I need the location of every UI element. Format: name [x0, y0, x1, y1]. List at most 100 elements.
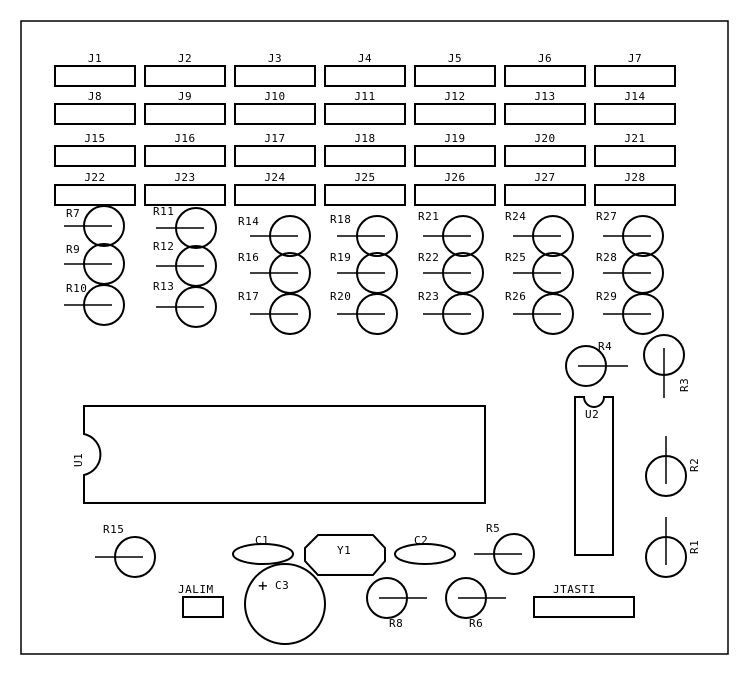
resistor-r6[interactable]: R6 — [445, 577, 506, 630]
header-label: J20 — [534, 132, 555, 145]
resistor-r18[interactable]: R18 — [330, 213, 398, 257]
resistor-r2[interactable]: R2 — [645, 436, 701, 497]
resistor-r21[interactable]: R21 — [418, 210, 484, 257]
resistor-r23[interactable]: R23 — [418, 290, 484, 335]
resistor-r20[interactable]: R20 — [330, 290, 398, 335]
resistor-r13[interactable]: R13 — [153, 280, 217, 328]
ic-u1[interactable]: U1 — [72, 405, 486, 504]
header-j13[interactable]: J13 — [504, 90, 586, 125]
resistor-r9[interactable]: R9 — [64, 243, 125, 285]
header-j24[interactable]: J24 — [234, 171, 316, 206]
header-j10[interactable]: J10 — [234, 90, 316, 125]
header-label: J26 — [444, 171, 465, 184]
header-body — [324, 65, 406, 87]
header-label: J9 — [178, 90, 192, 103]
header-j15[interactable]: J15 — [54, 132, 136, 167]
capacitor-c2[interactable]: C2 — [394, 534, 456, 565]
crystal-y1[interactable]: Y1 — [304, 534, 386, 576]
header-j3[interactable]: J3 — [234, 52, 316, 87]
resistor-label: R19 — [330, 251, 351, 264]
header-j22[interactable]: J22 — [54, 171, 136, 206]
resistor-label: R18 — [330, 213, 351, 226]
connector-jalim[interactable]: JALIM — [178, 583, 224, 618]
header-j12[interactable]: J12 — [414, 90, 496, 125]
header-j17[interactable]: J17 — [234, 132, 316, 167]
resistor-r24[interactable]: R24 — [505, 210, 574, 257]
header-label: J6 — [538, 52, 552, 65]
resistor-r29[interactable]: R29 — [596, 290, 664, 335]
resistor-r3[interactable]: R3 — [643, 334, 691, 398]
header-j5[interactable]: J5 — [414, 52, 496, 87]
capacitor-c1[interactable]: C1 — [232, 534, 294, 565]
resistor-label: R28 — [596, 251, 617, 264]
resistor-r11[interactable]: R11 — [153, 205, 217, 249]
header-j28[interactable]: J28 — [594, 171, 676, 206]
connector-jtasti[interactable]: JTASTI — [533, 583, 635, 618]
resistor-r19[interactable]: R19 — [330, 251, 398, 294]
header-j8[interactable]: J8 — [54, 90, 136, 125]
y1-body — [304, 534, 386, 576]
resistor-r26[interactable]: R26 — [505, 290, 574, 335]
header-label: J10 — [264, 90, 285, 103]
header-j9[interactable]: J9 — [144, 90, 226, 125]
header-j27[interactable]: J27 — [504, 171, 586, 206]
r8-label: R8 — [389, 617, 403, 630]
header-body — [504, 65, 586, 87]
header-j23[interactable]: J23 — [144, 171, 226, 206]
resistor-r17[interactable]: R17 — [238, 290, 311, 335]
resistor-label: R21 — [418, 210, 439, 223]
header-j14[interactable]: J14 — [594, 90, 676, 125]
header-j26[interactable]: J26 — [414, 171, 496, 206]
header-body — [504, 184, 586, 206]
ic-u2[interactable]: U2 — [574, 396, 614, 556]
u1-body — [83, 405, 486, 504]
header-j11[interactable]: J11 — [324, 90, 406, 125]
resistor-label: R9 — [66, 243, 80, 256]
resistor-r7[interactable]: R7 — [64, 205, 125, 247]
header-j19[interactable]: J19 — [414, 132, 496, 167]
r5-label: R5 — [486, 522, 500, 535]
header-body — [594, 103, 676, 125]
header-label: J23 — [174, 171, 195, 184]
header-body — [594, 145, 676, 167]
header-label: J18 — [354, 132, 375, 145]
resistor-r4[interactable]: R4 — [565, 340, 628, 387]
header-label: J19 — [444, 132, 465, 145]
header-body — [144, 184, 226, 206]
resistor-r22[interactable]: R22 — [418, 251, 484, 294]
resistor-r5[interactable]: R5 — [474, 522, 535, 575]
header-body — [54, 103, 136, 125]
resistor-label: R23 — [418, 290, 439, 303]
resistor-r14[interactable]: R14 — [238, 215, 311, 257]
c1-label: C1 — [255, 534, 269, 547]
header-j18[interactable]: J18 — [324, 132, 406, 167]
resistor-r28[interactable]: R28 — [596, 251, 664, 294]
resistor-r10[interactable]: R10 — [64, 282, 125, 326]
header-j2[interactable]: J2 — [144, 52, 226, 87]
header-j7[interactable]: J7 — [594, 52, 676, 87]
resistor-r16[interactable]: R16 — [238, 251, 311, 294]
resistor-r27[interactable]: R27 — [596, 210, 664, 257]
resistor-r25[interactable]: R25 — [505, 251, 574, 294]
header-body — [414, 145, 496, 167]
resistor-r1[interactable]: R1 — [645, 517, 701, 578]
header-body — [594, 65, 676, 87]
capacitor-c3[interactable]: + C3 — [244, 563, 326, 645]
header-j25[interactable]: J25 — [324, 171, 406, 206]
header-j6[interactable]: J6 — [504, 52, 586, 87]
header-j16[interactable]: J16 — [144, 132, 226, 167]
header-label: J13 — [534, 90, 555, 103]
resistor-r15[interactable]: R15 — [95, 523, 156, 578]
header-label: J24 — [264, 171, 285, 184]
header-j4[interactable]: J4 — [324, 52, 406, 87]
resistor-label: R10 — [66, 282, 87, 295]
resistor-label: R11 — [153, 205, 174, 218]
header-j20[interactable]: J20 — [504, 132, 586, 167]
header-body — [144, 145, 226, 167]
header-label: J1 — [88, 52, 102, 65]
header-j1[interactable]: J1 — [54, 52, 136, 87]
resistor-r8[interactable]: R8 — [366, 577, 427, 630]
header-j21[interactable]: J21 — [594, 132, 676, 167]
